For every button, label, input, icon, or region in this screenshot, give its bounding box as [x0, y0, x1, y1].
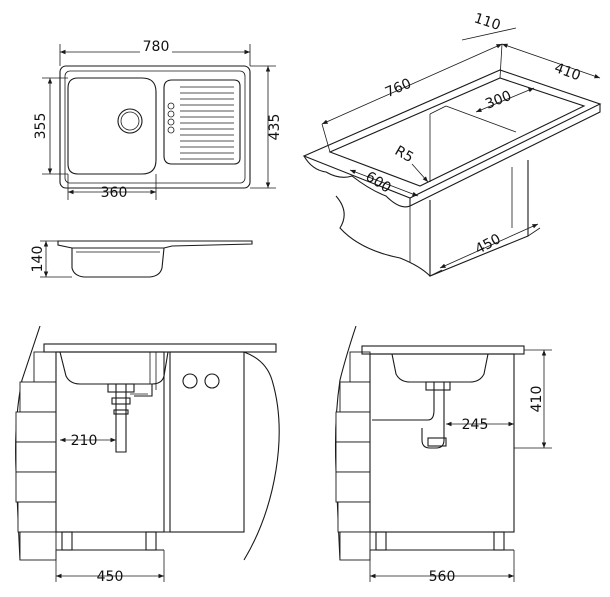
dim-label-side-drain: 245 [462, 417, 489, 433]
drainer-outline [163, 79, 241, 165]
drainer-ribs [180, 86, 234, 160]
dim-line-iso-450 [439, 223, 539, 269]
side-view: 140 [30, 240, 253, 278]
leg [493, 531, 505, 551]
sink-rim-inner [64, 70, 246, 184]
dim-label-length: 780 [143, 39, 170, 55]
drain-outer [117, 108, 143, 134]
worktop-side [361, 345, 525, 355]
dim-label-side-height: 410 [529, 386, 545, 413]
cabinet-wave [335, 195, 431, 277]
cabinet-wave-right [243, 351, 280, 561]
cabinet-front-view: 210 450 [15, 325, 280, 585]
drain-inner [120, 111, 140, 131]
cabinet-side [429, 160, 529, 277]
side-rim [57, 240, 253, 249]
cutout-circle [182, 373, 198, 389]
dim-line-410 [501, 43, 601, 79]
dim-label-bowl-depth: 355 [33, 113, 49, 140]
dim-label-bowl-width: 360 [101, 185, 128, 201]
overflow-hole [167, 126, 175, 134]
dim-label-rim: 110 [472, 10, 502, 33]
dim-label-iso-depth: 450 [473, 231, 504, 258]
worktop-right-edge [409, 104, 601, 207]
leg [61, 531, 73, 551]
cabinet-box-side [369, 353, 515, 533]
dim-label-drainer: 300 [483, 88, 514, 113]
sink-outline [59, 65, 251, 189]
top-view: 780 435 355 360 [33, 38, 283, 201]
dim-label-width: 435 [267, 114, 283, 141]
dim-label-front-width: 450 [97, 569, 124, 585]
dim-label-height: 140 [30, 246, 46, 273]
sink-bowl [59, 351, 169, 385]
dim-line-760 [321, 43, 503, 125]
brick-wall-right [334, 325, 371, 561]
dim-label-iso-length: 760 [383, 76, 414, 101]
leg [375, 531, 387, 551]
dim-line-110 [461, 27, 517, 41]
cabinet-side-view: 245 410 560 [334, 325, 552, 585]
sink-inset [328, 77, 586, 187]
overflow-hole [167, 110, 175, 118]
cabinet-box-right [169, 351, 245, 533]
bowl-outline [67, 77, 157, 175]
siphon-pipe [372, 382, 435, 421]
cutout-circle [204, 373, 220, 389]
dim-line-600 [349, 169, 419, 197]
dim-label-front-drain: 210 [71, 433, 98, 449]
worktop [43, 343, 277, 353]
sink-bowl-side [391, 353, 489, 383]
side-bowl [71, 247, 165, 278]
dim-label-side-depth: 560 [429, 569, 456, 585]
dim-line-300 [475, 87, 535, 113]
iso-view: 760 410 110 300 R5 600 450 [302, 10, 602, 277]
leg [145, 531, 157, 551]
dim-label-radius: R5 [392, 143, 416, 166]
brick-wall-left [15, 325, 57, 561]
overflow-hole [167, 118, 175, 126]
dim-label-iso-width: 410 [552, 60, 583, 84]
overflow-hole [167, 102, 175, 110]
worktop-front-edge [303, 155, 411, 208]
drain-pipe [115, 384, 127, 453]
